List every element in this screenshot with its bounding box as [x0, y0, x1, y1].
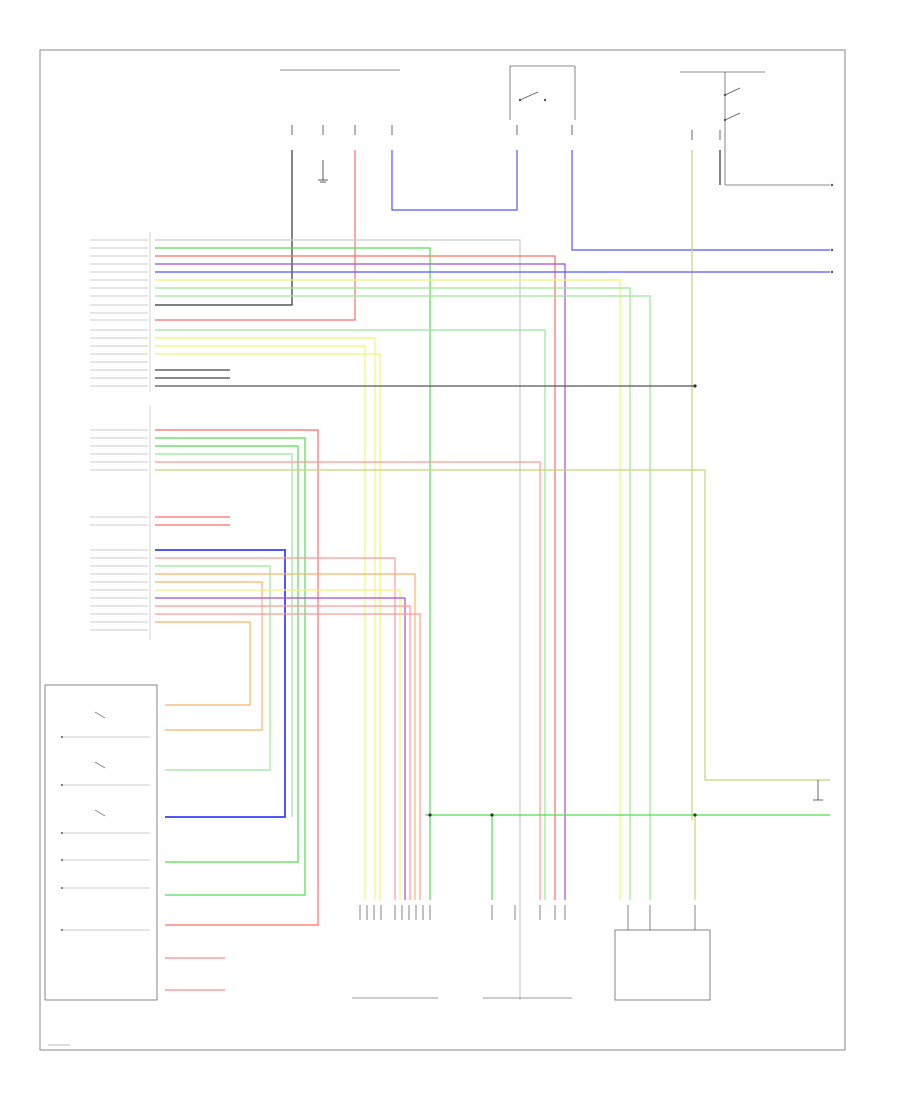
bottom-connector-2	[483, 905, 572, 999]
upper-horizontal-wires	[155, 239, 830, 1000]
switch-icon	[518, 91, 547, 102]
middle-horizontal-wires	[155, 429, 830, 926]
pin-tick-marks	[90, 239, 148, 387]
top-vertical-wires	[155, 150, 830, 820]
module-output-stubs	[165, 957, 225, 991]
top-components	[280, 65, 830, 186]
connector-icon	[61, 736, 63, 931]
pin-label-column-upper	[90, 232, 151, 392]
bottom-bus-wires	[425, 814, 830, 900]
bottom-connector-1	[352, 905, 438, 999]
ground-icon	[813, 780, 823, 801]
switch-icon	[723, 87, 741, 122]
connector-icon	[830, 183, 834, 274]
bottom-connector-3	[614, 905, 711, 1001]
switch-icon	[94, 711, 106, 817]
splice-icon	[428, 384, 697, 817]
diagram-frame	[39, 49, 846, 1051]
ground-icon	[318, 160, 328, 183]
pin-label-column-middle	[90, 405, 151, 640]
control-module	[44, 684, 158, 1001]
